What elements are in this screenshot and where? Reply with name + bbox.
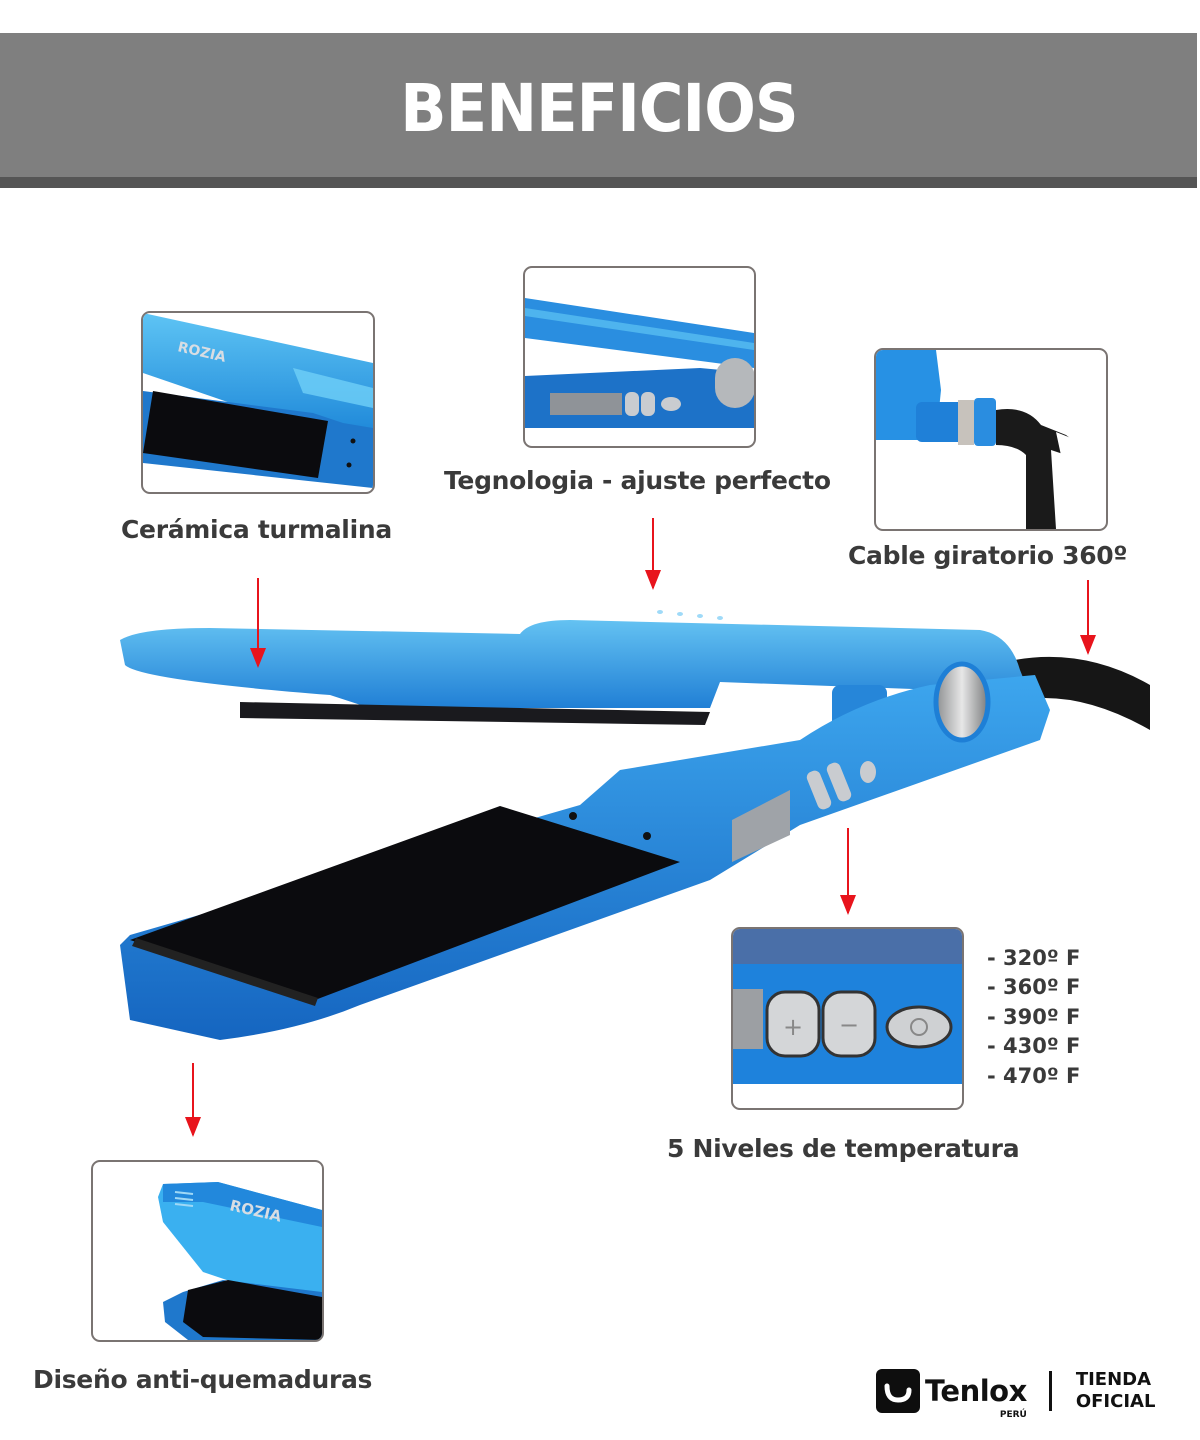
temperature-levels-list: - 320º F - 360º F - 390º F - 430º F - 47… (987, 944, 1080, 1091)
temperature-level: - 320º F (987, 946, 1081, 970)
arrow-to-cable (1080, 580, 1096, 655)
tenlox-logo-icon (876, 1369, 920, 1413)
swivel-cord-closeup-image (876, 350, 1081, 529)
brand-name-text: Tenlox (925, 1374, 1027, 1408)
arrow-to-plate (250, 578, 266, 668)
straightener-plate-closeup-image: ROZIA (143, 313, 373, 488)
arrow-to-temperature-box (840, 828, 856, 915)
caption-tecnologia: Tegnologia - ajuste perfecto (444, 466, 831, 495)
temperature-level: - 430º F (987, 1034, 1081, 1059)
caption-temperatura: 5 Niveles de temperatura (667, 1134, 1020, 1163)
thumb-tecnologia (523, 266, 756, 448)
tagline-line-2: OFICIAL (1075, 1391, 1156, 1412)
brand-divider (1048, 1371, 1052, 1411)
header-banner: BENEFICIOS (0, 33, 1197, 177)
header-strip (0, 177, 1197, 188)
thumb-temperatura: + − (731, 927, 964, 1110)
temperature-level: - 470º F (987, 1063, 1081, 1088)
thumb-ceramica: ROZIA (141, 311, 375, 494)
straightener-tip-closeup-image: ROZIA (158, 1182, 322, 1340)
temperature-level: - 360º F (987, 975, 1081, 1000)
thumb-antiquemaduras: ROZIA (91, 1160, 324, 1342)
temperature-buttons-closeup-image: + − (733, 929, 962, 1084)
svg-text:−: − (839, 1011, 859, 1039)
caption-cable: Cable giratorio 360º (848, 541, 1128, 570)
temperature-level: - 390º F (987, 1004, 1081, 1029)
brand-name: Tenlox PERÚ (925, 1374, 1027, 1420)
arrow-to-tip (185, 1063, 201, 1137)
brand-footer: Tenlox PERÚ TIENDA OFICIAL (876, 1367, 1186, 1420)
caption-ceramica: Cerámica turmalina (121, 515, 392, 544)
control-panel-closeup-image (525, 298, 754, 428)
thumb-cable (874, 348, 1108, 531)
svg-text:+: + (783, 1013, 803, 1041)
arrow-to-technology (645, 518, 661, 590)
brand-country: PERÚ (999, 1410, 1027, 1420)
page-title: BENEFICIOS (399, 69, 798, 147)
tagline-line-1: TIENDA (1075, 1369, 1152, 1390)
hair-straightener-main-image (120, 610, 1150, 1040)
brand-tagline: TIENDA OFICIAL (1076, 1369, 1156, 1413)
caption-antiquemaduras: Diseño anti-quemaduras (33, 1365, 373, 1394)
